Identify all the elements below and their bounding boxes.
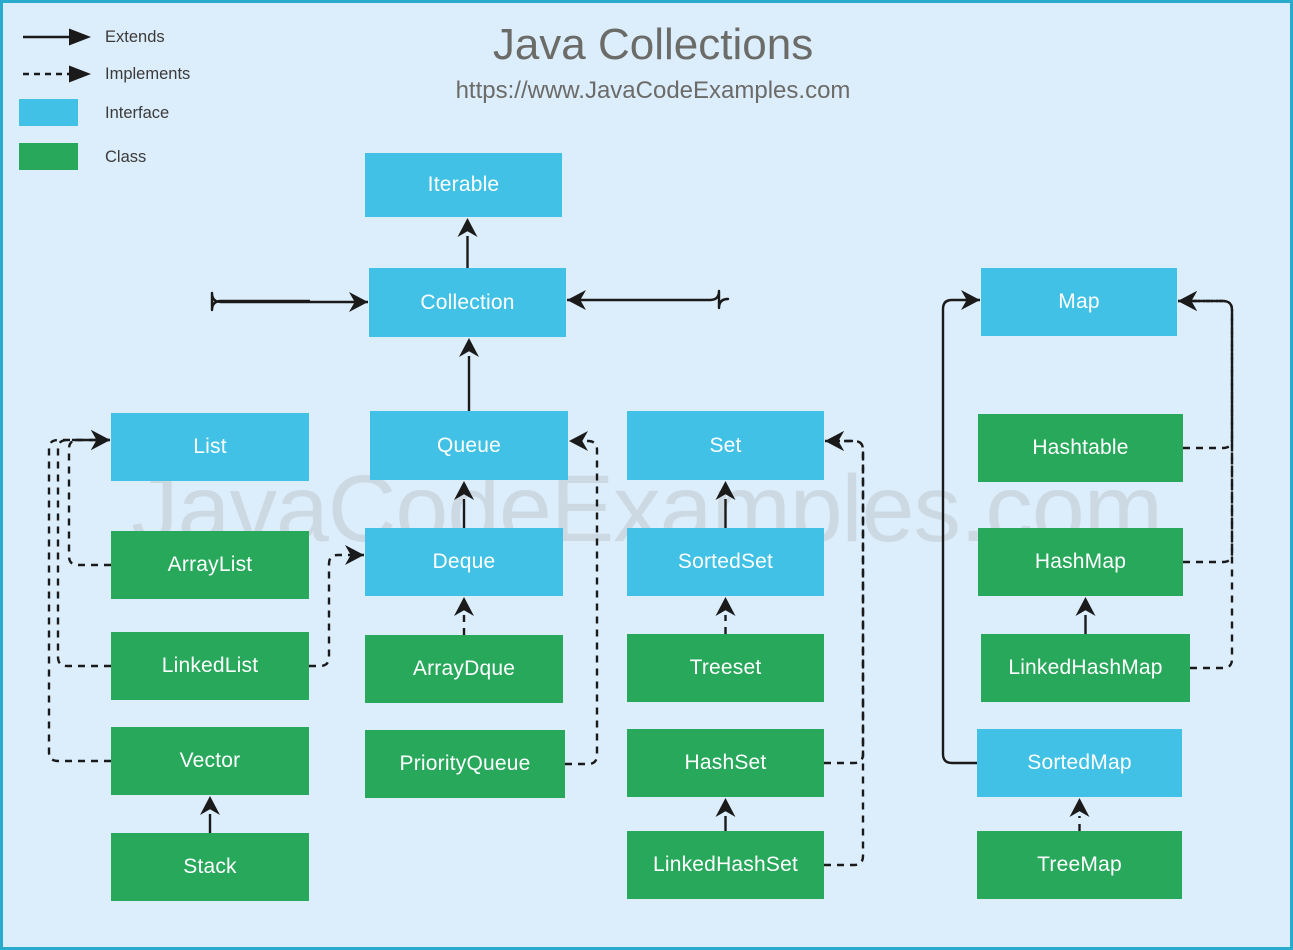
edge-linkedlist-list-arrow — [91, 430, 110, 450]
node-label: HashMap — [1035, 550, 1126, 574]
node-label: Deque — [433, 550, 496, 574]
node-label: List — [193, 435, 226, 459]
dashed-arrow-icon — [19, 60, 101, 88]
edge-sortedset-set-arrow — [716, 481, 736, 500]
legend-item-extends: Extends — [19, 23, 165, 51]
node-label: SortedMap — [1027, 751, 1132, 775]
edge-linkedhashmap-map-arrow — [1178, 291, 1197, 311]
node-arraydque[interactable]: ArrayDque — [365, 635, 563, 703]
node-arraylist[interactable]: ArrayList — [111, 531, 309, 599]
edge-priorityqueue-queue-arrow — [569, 431, 588, 451]
edge-vector-list-line — [49, 440, 111, 761]
edge-linkedlist-deque-line — [309, 555, 364, 666]
node-label: SortedSet — [678, 550, 773, 574]
edge-linkedlist-list-line — [58, 440, 111, 666]
edge-hashset-set-arrow — [825, 431, 844, 451]
legend-item-implements: Implements — [19, 60, 190, 88]
edge-priorityqueue-queue-line — [565, 441, 597, 764]
node-hashmap[interactable]: HashMap — [978, 528, 1183, 596]
edge-queue-collection-arrow — [459, 338, 479, 357]
node-vector[interactable]: Vector — [111, 727, 309, 795]
node-sortedset[interactable]: SortedSet — [627, 528, 824, 596]
edge-hashmap-map-line — [1178, 301, 1232, 562]
edge-arraylist-list-line — [69, 440, 111, 565]
legend-item-interface: Interface — [19, 99, 169, 127]
edge-hashtable-map-arrow — [1178, 291, 1197, 311]
legend-item-class: Class — [19, 143, 146, 171]
edge-hashset-set-line — [824, 441, 863, 763]
node-list[interactable]: List — [111, 413, 309, 481]
node-label: HashSet — [685, 751, 767, 775]
edge-linkedlist-deque-arrow — [345, 545, 364, 565]
node-label: Treeset — [690, 656, 762, 680]
edge-collection-iterable-arrow — [458, 218, 478, 237]
node-label: Queue — [437, 434, 501, 458]
node-sortedmap[interactable]: SortedMap — [977, 729, 1182, 797]
edge-sortedmap-map-arrow — [961, 290, 980, 310]
solid-arrow-icon — [19, 23, 101, 51]
node-treeset[interactable]: Treeset — [627, 634, 824, 702]
edge-linkedhashmap-hashmap-arrow — [1076, 597, 1096, 616]
node-label: Hashtable — [1032, 436, 1128, 460]
node-linkedlist[interactable]: LinkedList — [111, 632, 309, 700]
legend-label-implements: Implements — [105, 65, 190, 84]
edge-stack-vector-arrow — [200, 796, 220, 815]
page-subtitle: https://www.JavaCodeExamples.com — [303, 77, 1003, 105]
class-swatch-icon — [19, 143, 101, 171]
node-label: Map — [1058, 290, 1099, 314]
edge-list-collection-arrow — [349, 292, 368, 312]
node-label: ArrayDque — [413, 657, 515, 681]
node-deque[interactable]: Deque — [365, 528, 563, 596]
edge-set-collection-line — [567, 291, 728, 308]
node-set[interactable]: Set — [627, 411, 824, 480]
edge-vector-list-arrow — [91, 430, 110, 450]
edge-arraydque-deque-arrow — [454, 597, 474, 616]
edge-linkedhashmap-map-line — [1178, 301, 1232, 668]
edge-linkedhashset-set-line — [824, 441, 863, 865]
node-hashset[interactable]: HashSet — [627, 729, 824, 797]
node-map[interactable]: Map — [981, 268, 1177, 336]
legend-label-class: Class — [105, 148, 146, 167]
edge-linkedhashset-set-arrow — [825, 431, 844, 451]
edge-set-collection-arrow — [567, 290, 586, 310]
node-treemap[interactable]: TreeMap — [977, 831, 1182, 899]
edge-hashmap-map-arrow — [1178, 291, 1197, 311]
interface-swatch-icon — [19, 99, 101, 127]
node-label: Set — [709, 434, 741, 458]
node-label: ArrayList — [168, 553, 253, 577]
node-linkedhashmap[interactable]: LinkedHashMap — [981, 634, 1190, 702]
edge-deque-queue-arrow — [454, 481, 474, 500]
page-title: Java Collections — [303, 19, 1003, 71]
node-stack[interactable]: Stack — [111, 833, 309, 901]
node-label: Iterable — [428, 173, 500, 197]
node-label: Collection — [420, 291, 514, 315]
node-iterable[interactable]: Iterable — [365, 153, 562, 217]
edge-linkedhashset-hashset-arrow — [716, 798, 736, 817]
edge-list-collection-line — [212, 293, 368, 310]
node-linkedhashset[interactable]: LinkedHashSet — [627, 831, 824, 899]
edge-treeset-sortedset-arrow — [716, 597, 736, 616]
node-label: Stack — [183, 855, 237, 879]
node-collection[interactable]: Collection — [369, 268, 566, 337]
edge-arraylist-list-arrow — [91, 430, 110, 450]
node-label: TreeMap — [1037, 853, 1122, 877]
node-label: PriorityQueue — [400, 752, 531, 776]
node-hashtable[interactable]: Hashtable — [978, 414, 1183, 482]
node-queue[interactable]: Queue — [370, 411, 568, 480]
legend-label-extends: Extends — [105, 28, 165, 47]
title-block: Java Collections https://www.JavaCodeExa… — [303, 19, 1003, 105]
legend-label-interface: Interface — [105, 104, 169, 123]
node-label: LinkedList — [162, 654, 259, 678]
edge-treemap-sortedmap-arrow — [1070, 798, 1090, 817]
edge-sortedmap-map-line — [943, 300, 980, 763]
node-label: LinkedHashMap — [1008, 656, 1162, 680]
edge-hashtable-map-line — [1178, 301, 1232, 448]
node-priorityqueue[interactable]: PriorityQueue — [365, 730, 565, 798]
node-label: LinkedHashSet — [653, 853, 798, 877]
node-label: Vector — [180, 749, 241, 773]
